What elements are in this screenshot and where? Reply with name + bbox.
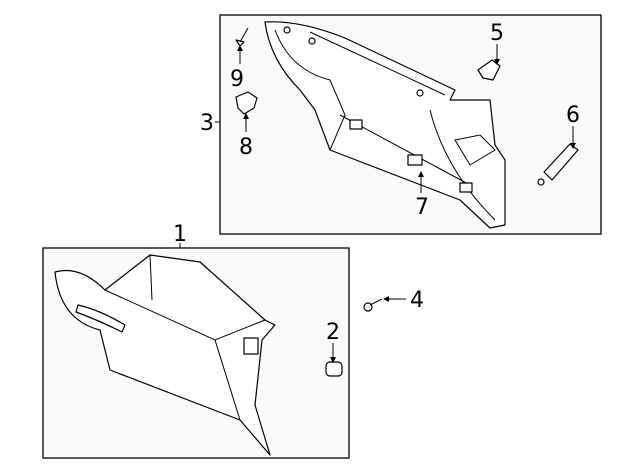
part-2-bumper — [325, 361, 343, 377]
part-8-bracket — [235, 91, 258, 115]
callout-1: 1 — [173, 222, 187, 247]
callout-4: 4 — [410, 288, 424, 313]
part-6-damper — [537, 143, 579, 186]
callout-6: 6 — [566, 103, 580, 128]
part-5-clip — [477, 59, 501, 81]
callout-3: 3 — [200, 111, 214, 136]
callout-5: 5 — [490, 21, 504, 46]
part-9-screw — [235, 27, 249, 47]
callout-9: 9 — [230, 67, 244, 92]
glove-box-door — [54, 254, 276, 456]
callout-8: 8 — [239, 135, 253, 160]
callout-2: 2 — [326, 320, 340, 345]
glove-box-upper-housing — [264, 21, 506, 229]
callout-7: 7 — [415, 195, 429, 220]
part-4-bolt — [363, 298, 383, 312]
